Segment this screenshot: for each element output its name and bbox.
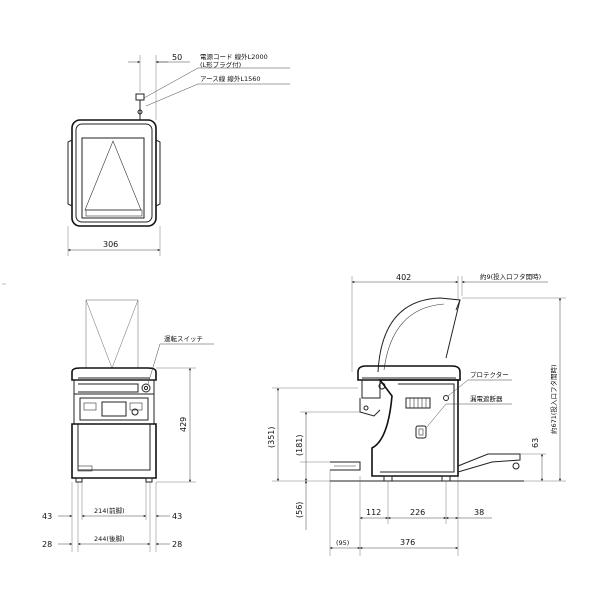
- dim-56: (56): [295, 502, 304, 518]
- power-plug: [135, 93, 145, 120]
- earth-leakage-breaker: [415, 425, 427, 439]
- dim-left-28: 28: [42, 540, 52, 549]
- side-view-open-lid: [377, 297, 461, 373]
- front-leg-right: [145, 477, 153, 483]
- dim-total-height: 約671(投入口フタ開時): [549, 365, 558, 434]
- side-view: プロテクター 漏電遮断器 402 約9(投入口フタ開時) 約671(投入口フタ開…: [267, 272, 566, 556]
- dim-351: (351): [267, 426, 276, 448]
- front-view-lid: [71, 367, 157, 381]
- dim-front-legs: 214(前脚): [94, 506, 124, 515]
- protector: [443, 395, 449, 401]
- front-leg-left: [75, 477, 83, 483]
- top-view-body: [71, 119, 157, 227]
- dim-38: 38: [474, 508, 484, 517]
- operation-switch: [141, 383, 151, 393]
- note-lid-open: 約9(投入口フタ開時): [480, 272, 541, 281]
- note-breaker: 漏電遮断器: [470, 394, 503, 403]
- dim-left-43: 43: [42, 512, 52, 521]
- ice-outlet: [101, 401, 127, 417]
- dim-95: (95): [336, 539, 349, 547]
- note-power-cord: 電源コード 線外L2000: [200, 52, 268, 61]
- note-operation-switch: 運転スイッチ: [164, 334, 203, 343]
- side-view-lid: [357, 365, 461, 381]
- front-view-hopper: [85, 299, 139, 369]
- note-plug: (L形プラグ付): [200, 60, 241, 69]
- top-view-hopper: [81, 137, 145, 219]
- dim-63: 63: [531, 438, 540, 448]
- dim-top-width: 306: [103, 240, 118, 249]
- dim-376: 376: [400, 538, 415, 547]
- dim-right-28: 28: [172, 540, 182, 549]
- dim-rear-legs: 244(後脚): [94, 534, 124, 543]
- note-earth-wire: アース線 線外L1560: [200, 74, 261, 83]
- side-view-body: [371, 379, 459, 477]
- dim-front-height: 429: [179, 417, 188, 432]
- front-view: 運転スイッチ 429 43 214(前脚) 43 28 244(後脚) 28: [42, 299, 214, 552]
- note-protector: プロテクター: [470, 370, 509, 379]
- dim-lid-width: 402: [396, 273, 411, 282]
- dim-226: 226: [410, 508, 425, 517]
- dim-112: 112: [366, 508, 381, 517]
- dim-181: (181): [295, 434, 304, 456]
- dim-right-43: 43: [172, 512, 182, 521]
- dim-cord-offset: 50: [172, 53, 182, 62]
- top-view: 50 電源コード 線外L2000 (L形プラグ付) アース線 線外L1560 3…: [67, 52, 290, 256]
